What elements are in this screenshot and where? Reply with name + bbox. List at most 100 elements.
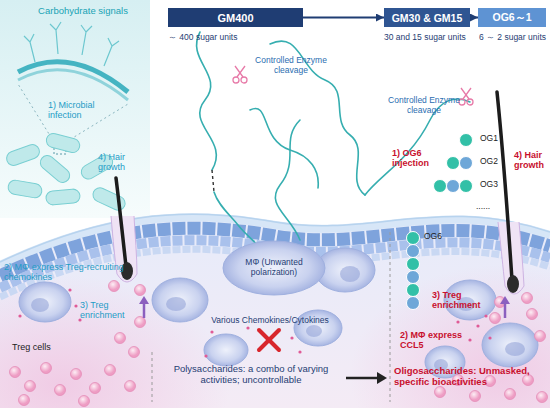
scissors — [459, 88, 473, 105]
treg-cell — [505, 389, 516, 400]
bacterium — [5, 143, 42, 168]
scissors-handle — [233, 77, 239, 83]
size-caption: ～ 400 sugar units — [168, 32, 237, 44]
macrophage — [482, 323, 538, 367]
blocked-cross — [259, 330, 279, 350]
ellipsis-label: ...... — [476, 202, 506, 212]
summary-text: Oligosaccharides: Unmasked, specific bio… — [394, 366, 547, 388]
macrophage — [204, 334, 248, 366]
treg-cell — [19, 395, 30, 406]
sugar-unit — [407, 245, 420, 258]
up-arrowhead — [139, 296, 149, 304]
nucleus — [340, 266, 360, 282]
scissors-handle — [467, 99, 473, 105]
chemokines — [18, 288, 491, 357]
treg-cell — [135, 285, 146, 296]
treg-cell — [25, 381, 36, 392]
sugar-unit — [447, 180, 460, 193]
step-label: 1) Microbial infection — [48, 100, 118, 121]
treg-cell — [90, 383, 101, 394]
polysaccharide-chain — [275, 120, 300, 240]
bacterium — [45, 132, 81, 154]
sugar-unit — [434, 180, 447, 193]
sugar-unit — [407, 297, 420, 310]
bacterium — [37, 153, 72, 186]
sugar-unit — [447, 157, 460, 170]
glycan-strand — [50, 22, 61, 54]
sugar-unit — [460, 134, 473, 147]
sugar-unit — [407, 284, 420, 297]
treg-cell — [129, 347, 140, 358]
polymer-size-box: OG6～16 ～ 2 sugar units — [478, 8, 546, 27]
treg-cell — [109, 281, 120, 292]
scissors — [233, 66, 247, 83]
box-label: GM30 & GM15 — [392, 12, 463, 24]
up-arrow — [143, 303, 146, 318]
chemokine-dot — [246, 326, 249, 329]
separator — [390, 232, 391, 402]
step-label: 2) MΦ express CCL5 — [400, 330, 472, 351]
treg-cell — [105, 365, 116, 376]
cross-stroke — [259, 330, 279, 350]
nucleus — [166, 297, 186, 311]
treg-cell — [71, 369, 82, 380]
polymer-size-box: GM400～ 400 sugar units — [168, 8, 303, 27]
treg-cell — [41, 363, 52, 374]
treg-cell — [435, 387, 446, 398]
chemokine-dot — [484, 314, 487, 317]
hair-shaft — [116, 178, 126, 266]
treg-cell — [537, 392, 548, 403]
chemokine-dot — [210, 330, 213, 333]
nucleus — [306, 325, 322, 337]
treg-cell — [79, 396, 90, 407]
cell-body — [223, 241, 325, 295]
treg-cell — [470, 391, 481, 402]
flow-arrow — [470, 17, 478, 19]
sugar-unit — [407, 258, 420, 271]
treg-cell — [135, 317, 146, 328]
bacterium — [45, 189, 80, 206]
up-arrow — [504, 303, 507, 318]
chemokine-dot — [298, 350, 301, 353]
chemokine-dot — [488, 336, 491, 339]
chemokine-dot — [204, 354, 207, 357]
box-label: OG6～1 — [492, 11, 531, 25]
bacterium — [91, 185, 128, 212]
process-note: Controlled Enzyme cleavage — [385, 96, 463, 116]
chemokine-dot — [74, 304, 77, 307]
scissors-blade — [461, 88, 471, 99]
step-label: 3) Treg enrichment — [80, 300, 142, 321]
separator — [152, 352, 153, 402]
step-label: 4) Hair growth — [514, 150, 550, 171]
nucleus — [31, 298, 49, 312]
polysaccharide-chain — [197, 32, 217, 170]
chemokine-dot — [476, 324, 479, 327]
chemokine-dot — [68, 288, 71, 291]
sugar-unit — [460, 180, 473, 193]
process-note: Controlled Enzyme cleavage — [252, 56, 330, 76]
box-label: GM400 — [217, 12, 253, 24]
treg-cell — [55, 385, 66, 396]
zoom-panel — [0, 0, 150, 218]
chain-continuation — [212, 170, 214, 192]
transition-arrowhead — [377, 372, 387, 384]
polymer-size-box: GM30 & GM1530 and 15 sugar units — [384, 8, 470, 27]
membrane — [18, 70, 128, 100]
oligo-label: OG6 — [424, 232, 454, 242]
scissors-blade — [235, 66, 245, 77]
chemokine-dot — [18, 314, 21, 317]
step-label: 3) Treg enrichment — [432, 290, 500, 311]
sugar-unit — [407, 271, 420, 284]
zoom-line — [18, 84, 128, 142]
cross-stroke — [259, 330, 279, 350]
bacterium — [7, 179, 43, 199]
step-label: 2) MΦ express Treg-recruiting chemokines — [4, 262, 132, 283]
chemokine-dot — [468, 338, 471, 341]
oligo-label: OG2 — [480, 157, 510, 167]
hair-shaft — [497, 92, 512, 280]
chemokine-dot — [456, 320, 459, 323]
nucleus — [505, 342, 525, 356]
hair-bulb — [507, 275, 519, 293]
macrophage — [19, 282, 71, 322]
